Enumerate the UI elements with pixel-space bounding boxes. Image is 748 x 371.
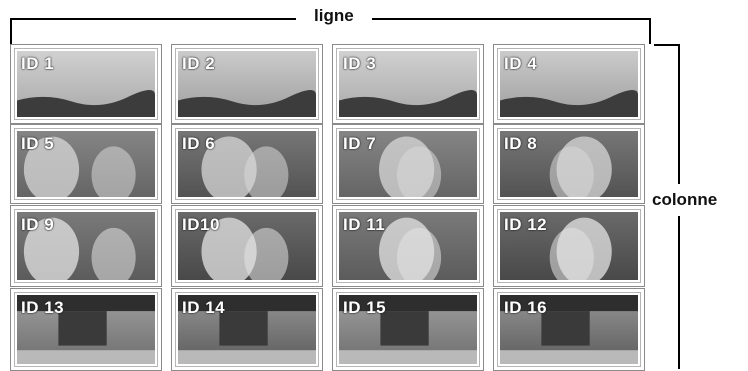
grid-cell[interactable]: ID 13: [10, 288, 162, 371]
cell-photo: ID 5: [17, 131, 155, 197]
cell-frame: [497, 209, 641, 283]
cell-id-label: ID10: [182, 215, 220, 234]
cell-photo: ID 14: [178, 295, 316, 364]
cell-frame: [497, 48, 641, 120]
cell-id-label: ID 6: [182, 134, 216, 153]
cell-photo: ID 1: [17, 51, 155, 117]
cell-id-label: ID 14: [182, 298, 226, 317]
grid-cell[interactable]: ID 5: [10, 124, 162, 204]
grid-cell[interactable]: ID 4: [493, 44, 645, 124]
cell-id-label: ID 4: [504, 54, 538, 73]
ligne-label: ligne: [296, 6, 372, 26]
grid-cell[interactable]: ID 9: [10, 205, 162, 287]
cell-photo: ID 16: [500, 295, 638, 364]
cell-photo: ID 8: [500, 131, 638, 197]
grid-cell[interactable]: ID 7: [332, 124, 484, 204]
cell-frame: [175, 292, 319, 367]
grid-cell[interactable]: ID 11: [332, 205, 484, 287]
grid-cell[interactable]: ID 14: [171, 288, 323, 371]
cell-id-label: ID 5: [21, 134, 55, 153]
grid-cell[interactable]: ID 2: [171, 44, 323, 124]
cell-id-label: ID 3: [343, 54, 377, 73]
cell-frame: [14, 128, 158, 200]
cell-frame: [175, 209, 319, 283]
cell-id-label: ID 16: [504, 298, 548, 317]
grid-cell[interactable]: ID 12: [493, 205, 645, 287]
cell-photo: ID 13: [17, 295, 155, 364]
cell-frame: [175, 128, 319, 200]
cell-frame: [14, 48, 158, 120]
cell-photo: ID 11: [339, 212, 477, 280]
ligne-bracket-right-tick: [649, 18, 651, 44]
grid-cell[interactable]: ID 3: [332, 44, 484, 124]
grid-cell[interactable]: ID10: [171, 205, 323, 287]
grid-cell[interactable]: ID 8: [493, 124, 645, 204]
cell-photo: ID 4: [500, 51, 638, 117]
cell-frame: [336, 48, 480, 120]
grid-cell[interactable]: ID 16: [493, 288, 645, 371]
cell-photo: ID 12: [500, 212, 638, 280]
colonne-label: colonne: [652, 184, 718, 216]
cell-photo: ID10: [178, 212, 316, 280]
grid-cell[interactable]: ID 1: [10, 44, 162, 124]
cell-photo: ID 9: [17, 212, 155, 280]
grid-cell[interactable]: ID 15: [332, 288, 484, 371]
cell-photo: ID 3: [339, 51, 477, 117]
cell-id-label: ID 1: [21, 54, 55, 73]
cell-id-label: ID 7: [343, 134, 377, 153]
grid-cell[interactable]: ID 6: [171, 124, 323, 204]
cell-id-label: ID 11: [343, 215, 386, 234]
cell-frame: [336, 128, 480, 200]
cell-frame: [336, 209, 480, 283]
cell-photo: ID 6: [178, 131, 316, 197]
cell-frame: [336, 292, 480, 367]
cell-id-label: ID 9: [21, 215, 55, 234]
cell-photo: ID 2: [178, 51, 316, 117]
cell-frame: [175, 48, 319, 120]
cell-frame: [497, 128, 641, 200]
cell-id-label: ID 8: [504, 134, 538, 153]
cell-id-label: ID 12: [504, 215, 548, 234]
cell-id-label: ID 15: [343, 298, 387, 317]
ligne-bracket-left-tick: [10, 18, 12, 44]
cell-id-label: ID 2: [182, 54, 216, 73]
cell-photo: ID 15: [339, 295, 477, 364]
colonne-bracket-top-tick: [654, 44, 680, 46]
cell-id-label: ID 13: [21, 298, 65, 317]
cell-frame: [14, 292, 158, 367]
cell-frame: [497, 292, 641, 367]
cell-frame: [14, 209, 158, 283]
cell-photo: ID 7: [339, 131, 477, 197]
